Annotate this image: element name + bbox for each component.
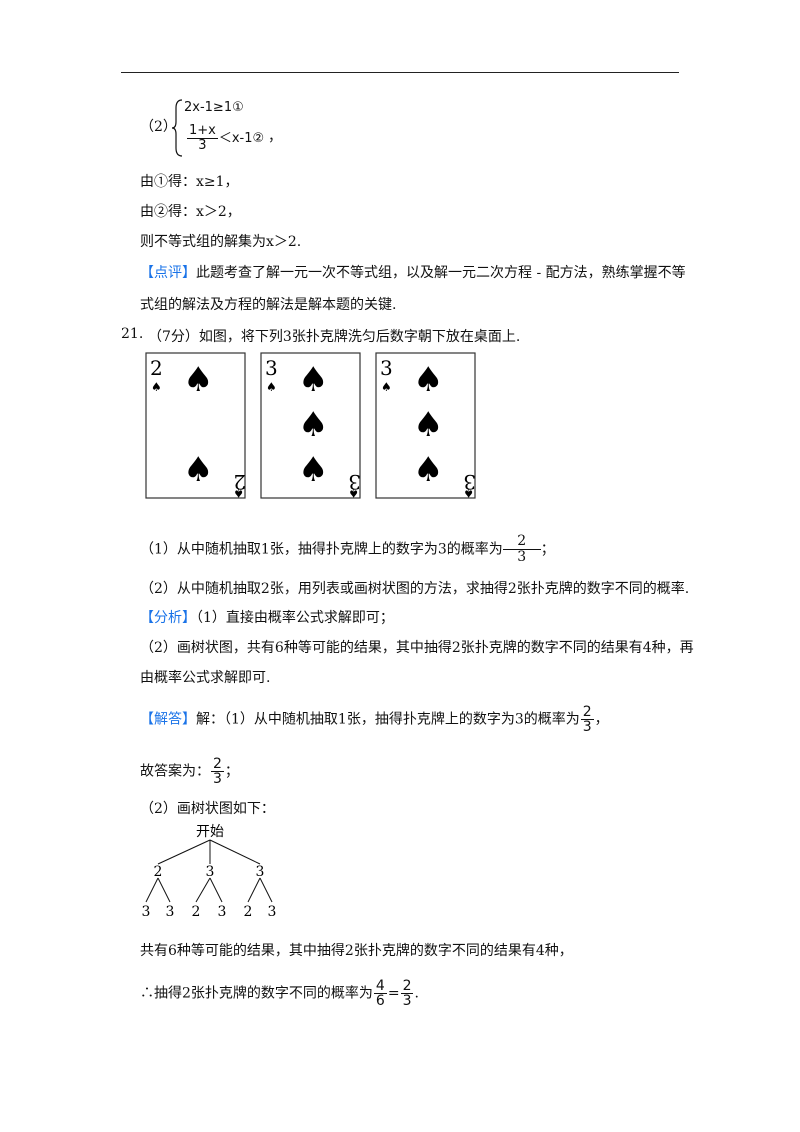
card-3-rank: 3 <box>380 356 393 380</box>
top-rule <box>121 72 679 73</box>
question-number: 21. <box>121 326 144 342</box>
card-2-pip-top: ♠ <box>298 360 328 400</box>
card-2-pip-bottom: ♠ <box>298 450 328 490</box>
answer-frac-1-num: 2 <box>580 704 594 720</box>
tree-l2-b2: 3 <box>218 904 227 920</box>
brace-icon <box>171 99 183 157</box>
card-1-rank-inv: 2 <box>233 470 246 494</box>
comment-text-2: 式组的解法及方程的解法是解本题的关键. <box>140 297 397 313</box>
card-2-rank: 3 <box>265 356 278 380</box>
card-2: 3 ♠ ♠ ♠ ♠ ♠ 3 <box>260 352 361 500</box>
analysis-line-1: 【分析】（1）直接由概率公式求解即可； <box>140 607 394 627</box>
tree-l2-a2: 3 <box>166 904 175 920</box>
card-3-rank-inv: 3 <box>463 470 476 494</box>
card-3-pip-bottom: ♠ <box>413 450 443 490</box>
answer-text-5: ∴抽得2张扑克牌的数字不同的概率为 <box>140 985 373 1002</box>
tree-l2-a1: 3 <box>142 904 151 920</box>
card-3-corner-suit-inv: ♠ <box>463 486 474 500</box>
card-3: 3 ♠ ♠ ♠ ♠ ♠ 3 <box>375 352 476 500</box>
analysis-line-3: 由概率公式求解即可. <box>140 670 271 686</box>
answer-tag: 【解答】 <box>140 711 196 728</box>
sub1-tail: ； <box>540 541 555 558</box>
comment-tag: 【点评】 <box>140 265 196 281</box>
tree-l2-b1: 2 <box>192 904 201 920</box>
system-line2-num: 1+x <box>187 123 218 139</box>
answer-frac-2-num: 2 <box>211 756 224 772</box>
answer-text-2: 故答案为： <box>140 763 210 780</box>
analysis-tag: 【分析】 <box>140 610 196 626</box>
answer-line-4: 共有6种等可能的结果，其中抽得2张扑克牌的数字不同的结果有4种， <box>140 943 573 959</box>
answer-frac-5b-num: 2 <box>400 978 414 994</box>
question-text: （7分）如图，将下列3张扑克牌洗匀后数字朝下放在桌面上. <box>148 329 521 345</box>
system-part-label: （2） <box>140 119 177 135</box>
answer-frac-5b-den: 3 <box>402 993 412 1009</box>
sub2-text: （2）从中随机抽取2张，用列表或画树状图的方法，求抽得2张扑克牌的数字不同的概率… <box>140 581 690 597</box>
card-2-corner-suit: ♠ <box>266 380 277 394</box>
card-2-pip-middle: ♠ <box>298 405 328 445</box>
analysis-text-1: （1）直接由概率公式求解即可； <box>196 610 394 626</box>
card-2-rank-inv: 3 <box>348 470 361 494</box>
tree-diagram: 开始 2 3 3 3 3 2 3 2 3 <box>142 824 277 920</box>
system-line2-rest: ＜x-1② <box>218 131 265 146</box>
tree-l1-b: 3 <box>206 864 215 880</box>
card-3-pip-top: ♠ <box>413 360 443 400</box>
comment-line-1: 【点评】此题考查了解一元一次不等式组，以及解一元二次方程 - 配方法，熟练掌握不… <box>140 262 686 282</box>
answer-tail-1: ， <box>594 711 609 728</box>
card-2-corner-suit-inv: ♠ <box>348 486 359 500</box>
tree-l2-c2: 3 <box>268 904 277 920</box>
sub1-ans-num: 2 <box>517 533 527 549</box>
tree-l2-c1: 2 <box>244 904 253 920</box>
card-1: 2 ♠ ♠ ♠ ♠ 2 <box>145 352 246 500</box>
answer-tail-2: ； <box>224 763 239 780</box>
answer-line-3: （2）画树状图如下： <box>140 801 275 817</box>
answer-frac-1-den: 3 <box>582 719 592 735</box>
card-1-corner-suit-inv: ♠ <box>233 486 244 500</box>
card-3-corner-suit: ♠ <box>381 380 392 394</box>
answer-text-1: 解：（1）从中随机抽取1张，抽得扑克牌上的数字为3的概率为 <box>196 711 580 728</box>
cards-figure: 2 ♠ ♠ ♠ ♠ 2 3 ♠ ♠ ♠ ♠ ♠ 3 3 ♠ ♠ ♠ ♠ ♠ 3 <box>145 352 476 500</box>
solution-line-3: 则不等式组的解集为x＞2. <box>140 234 302 250</box>
solution-line-2: 由②得：x＞2， <box>140 204 241 220</box>
card-1-pip-bottom: ♠ <box>183 450 213 490</box>
answer-frac-5a-num: 4 <box>373 978 387 994</box>
comment-text-1: 此题考查了解一元一次不等式组，以及解一元二次方程 - 配方法，熟练掌握不等 <box>196 265 686 281</box>
sub1-text: （1）从中随机抽取1张，抽得扑克牌上的数字为3的概率为 <box>140 541 503 558</box>
answer-tail-5: . <box>414 985 419 1002</box>
card-1-corner-suit: ♠ <box>151 380 162 394</box>
system-line-1: 2x-1≥1① <box>184 100 244 115</box>
system-line2-den: 3 <box>198 138 207 153</box>
card-1-pip-top: ♠ <box>183 360 213 400</box>
answer-eq-5: = <box>387 985 400 1002</box>
answer-frac-2-den: 3 <box>213 771 222 787</box>
card-1-rank: 2 <box>150 356 163 380</box>
tree-root: 开始 <box>196 824 224 840</box>
tree-l1-c: 3 <box>256 864 265 880</box>
solution-line-1: 由①得：x≥1， <box>140 174 239 190</box>
analysis-line-2: （2）画树状图，共有6种等可能的结果，其中抽得2张扑克牌的数字不同的结果有4种，… <box>140 640 694 656</box>
system-line2-end: ， <box>268 129 282 145</box>
tree-l1-a: 2 <box>154 864 163 880</box>
card-3-pip-middle: ♠ <box>413 405 443 445</box>
answer-frac-5a-den: 6 <box>375 993 385 1009</box>
sub1-ans-den: 3 <box>502 549 541 565</box>
